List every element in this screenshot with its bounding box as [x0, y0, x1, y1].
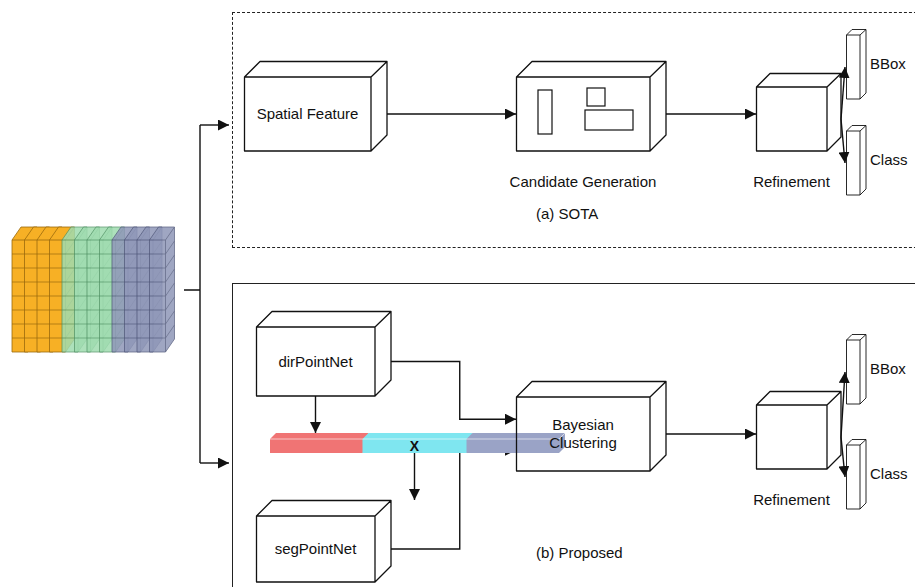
process-box: dirPointNet	[256, 311, 391, 396]
box-label: dirPointNet	[256, 327, 375, 396]
box-outline	[847, 440, 867, 510]
panel-label: (a) SOTA	[533, 205, 601, 223]
slice-grid	[150, 255, 175, 268]
box-shape	[756, 73, 842, 152]
output-box: Class	[846, 439, 866, 509]
box-shape	[846, 29, 867, 100]
box-label: Class	[869, 465, 909, 483]
connector-arrow	[387, 113, 516, 114]
box-outline	[847, 30, 867, 100]
input-wire	[184, 125, 200, 463]
box-outline	[517, 62, 667, 152]
panel-label: (b) Proposed	[533, 544, 626, 562]
slice-grid	[150, 325, 175, 338]
output-box: BBox	[846, 334, 866, 404]
connector-arrow	[391, 362, 516, 420]
box-outline	[757, 392, 842, 470]
slice-grid	[150, 283, 175, 296]
box-label: Bayesian Clustering	[516, 397, 650, 471]
input-arrow	[200, 124, 229, 125]
slice-grid	[150, 241, 175, 254]
connector-arrow	[666, 433, 756, 434]
box-outline	[757, 74, 842, 152]
box-label: Spatial Feature	[244, 77, 371, 151]
box-label: Class	[869, 151, 909, 169]
process-box: Spatial Feature	[244, 61, 387, 151]
box-outline	[257, 501, 392, 583]
output-box: Class	[846, 125, 866, 195]
connector-arrow	[414, 453, 415, 500]
slice-face	[150, 227, 175, 352]
process-box: Refinement	[756, 73, 841, 151]
box-outline	[517, 382, 667, 472]
candidate-rect	[585, 110, 633, 130]
box-label: Candidate Generation	[510, 173, 657, 191]
candidate-rect	[587, 88, 605, 106]
connector-arrow	[666, 113, 756, 114]
box-outline	[245, 62, 388, 152]
slice-grid	[150, 311, 175, 324]
box-label: BBox	[869, 360, 907, 378]
pipeline-panel: (b) Proposed dirPointNetXsegPointNet Bayes…	[232, 283, 915, 587]
box-outline	[257, 312, 392, 397]
input-tensor	[12, 227, 175, 352]
box-shape	[846, 125, 867, 196]
box-label: segPointNet	[256, 516, 375, 582]
box-shape	[846, 334, 867, 405]
box-shape	[846, 439, 867, 510]
process-box: Candidate Generation	[516, 61, 666, 151]
box-label: Refinement	[753, 173, 830, 191]
slice-grid	[150, 269, 175, 282]
candidate-boxes	[538, 88, 633, 134]
output-box: BBox	[846, 29, 866, 99]
bar-segment	[270, 433, 368, 453]
candidate-rect	[538, 90, 552, 134]
box-shape	[516, 61, 667, 152]
process-box: segPointNet	[256, 500, 391, 582]
slice-grid	[150, 297, 175, 310]
process-box: Bayesian Clustering	[516, 381, 666, 471]
box-outline	[847, 126, 867, 196]
box-label: BBox	[869, 55, 907, 73]
slice-edge	[150, 227, 175, 352]
operator-label: X	[270, 439, 559, 453]
box-outline	[847, 335, 867, 405]
tensor-slice	[150, 227, 175, 352]
connector-arrow	[391, 450, 516, 549]
input-arrow	[200, 462, 229, 463]
pipeline-panel: (a) SOTASpatial FeatureCandidate Generat…	[232, 12, 915, 248]
box-label: Refinement	[753, 491, 830, 509]
process-box: Refinement	[756, 391, 841, 469]
box-shape	[756, 391, 842, 470]
connector-arrow	[315, 396, 316, 433]
feature-bar: X	[270, 433, 565, 453]
